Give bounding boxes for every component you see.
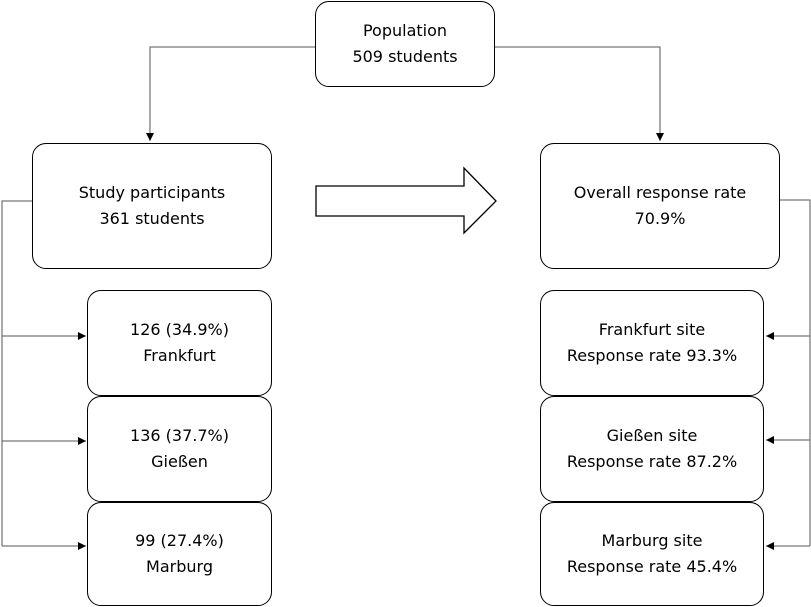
- site-rate: Response rate 45.4%: [566, 557, 738, 576]
- participants-title: Study participants: [78, 183, 226, 202]
- population-to-participants-connector: [146, 46, 315, 141]
- site-count: 99 (27.4%): [135, 531, 224, 550]
- site-count-box-frankfurt: 126 (34.9%) Frankfurt: [87, 290, 272, 396]
- population-title: Population: [362, 21, 448, 40]
- site-rate: Response rate 93.3%: [566, 346, 738, 365]
- site-rate: Response rate 87.2%: [566, 452, 738, 471]
- overall-response-box: Overall response rate 70.9%: [540, 143, 780, 269]
- right-bracket-line: [780, 199, 811, 546]
- overall-title: Overall response rate: [573, 183, 747, 202]
- site-name: Marburg: [146, 557, 213, 576]
- site-count-box-marburg: 99 (27.4%) Marburg: [87, 502, 272, 606]
- participants-box: Study participants 361 students: [32, 143, 272, 269]
- population-box: Population 509 students: [315, 1, 495, 87]
- participants-count: 361 students: [99, 209, 205, 228]
- left-bracket-line: [1, 200, 32, 546]
- population-count: 509 students: [352, 47, 458, 66]
- population-to-overall-connector: [495, 46, 664, 141]
- site-rate-box-marburg: Marburg site Response rate 45.4%: [540, 502, 764, 606]
- overall-value: 70.9%: [634, 209, 686, 228]
- site-label: Frankfurt site: [598, 320, 706, 339]
- site-label: Gießen site: [606, 426, 698, 445]
- big-right-arrow: [315, 166, 497, 235]
- site-name: Frankfurt: [143, 346, 216, 365]
- site-name: Gießen: [151, 452, 208, 471]
- site-count: 136 (37.7%): [130, 426, 229, 445]
- site-label: Marburg site: [601, 531, 703, 550]
- site-rate-box-frankfurt: Frankfurt site Response rate 93.3%: [540, 290, 764, 396]
- site-count: 126 (34.9%): [130, 320, 229, 339]
- site-count-box-giessen: 136 (37.7%) Gießen: [87, 396, 272, 502]
- site-rate-box-giessen: Gießen site Response rate 87.2%: [540, 396, 764, 502]
